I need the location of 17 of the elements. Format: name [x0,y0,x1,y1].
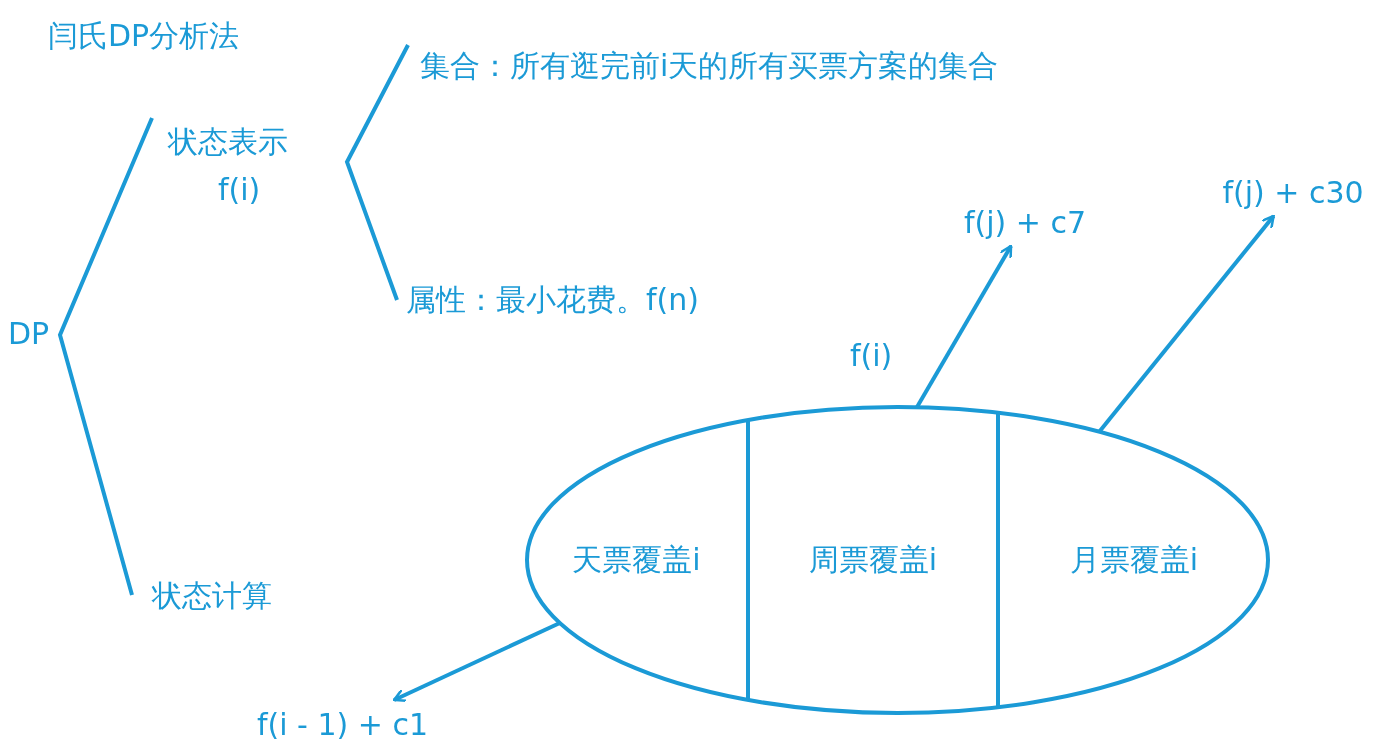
state-label: 状态表示 [168,124,288,160]
arrow [1097,214,1276,433]
formula-text: f(i - 1) + c1 [256,706,429,742]
section-label: 周票覆盖i [808,540,938,579]
title: 闫氏DP分析法 [48,18,240,54]
arrow [392,621,561,703]
formula-text: f(j) + c30 [1222,174,1364,210]
section-label: 天票覆盖i [572,540,701,579]
formula-text: f(j) + c7 [963,204,1087,240]
state-label: 状态计算 [152,578,272,614]
formula-text: f(i) [218,172,261,208]
root-label: DP [8,316,50,352]
section-label: 月票覆盖i [1069,540,1199,579]
property-text: 属性：最小花费。f(n) [406,282,699,318]
ellipse-shape [525,405,1270,715]
set-text: 集合：所有逛完前i天的所有买票方案的集合 [420,48,999,84]
formula-text: f(i) [850,338,893,374]
